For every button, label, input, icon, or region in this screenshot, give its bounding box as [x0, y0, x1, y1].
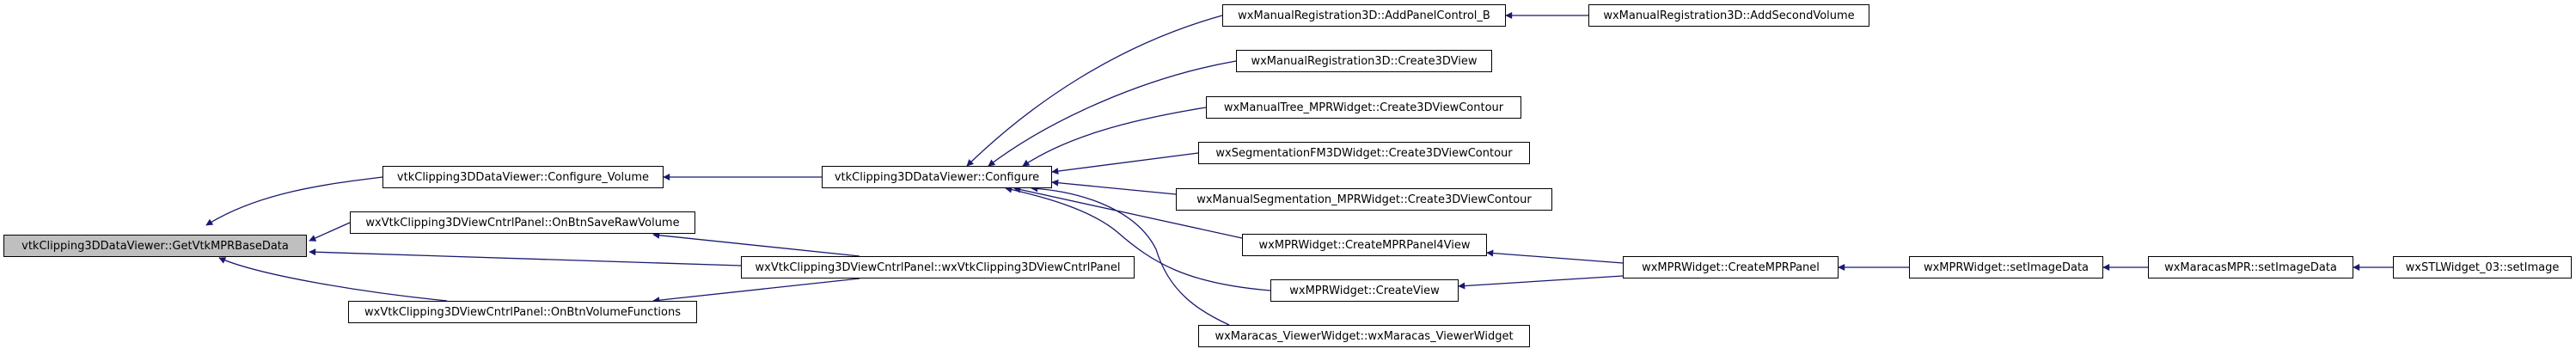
node-wxmprwidget-setimagedata[interactable]: wxMPRWidget::setImageData: [1909, 256, 2103, 278]
node-label: wxMPRWidget::setImageData: [1923, 260, 2090, 274]
node-label: vtkClipping3DDataViewer::GetVtkMPRBaseDa…: [21, 239, 289, 253]
node-wxmaracasmpr-setimagedata[interactable]: wxMaracasMPR::setImageData: [2148, 256, 2353, 278]
node-manualsegmentation-create3dviewcontour[interactable]: wxManualSegmentation_MPRWidget::Create3D…: [1176, 188, 1552, 211]
edge-onbtnsaveraw-to-root: [309, 222, 351, 242]
edge-addpanel-to-configure: [966, 15, 1223, 167]
node-createmprpanel[interactable]: wxMPRWidget::CreateMPRPanel: [1623, 256, 1839, 278]
node-label: wxVtkClipping3DViewCntrlPanel::wxVtkClip…: [755, 260, 1121, 274]
edge-tree-contour-to-configure: [1022, 107, 1207, 167]
node-label: vtkClipping3DDataViewer::Configure_Volum…: [396, 170, 650, 184]
node-label: wxSegmentationFM3DWidget::Create3DViewCo…: [1215, 146, 1513, 160]
edge-onbtnvolume-from-ctor: [652, 278, 860, 304]
node-manualtree-create3dviewcontour[interactable]: wxManualTree_MPRWidget::Create3DViewCont…: [1206, 96, 1521, 119]
edge-createview-to-configure: [1005, 186, 1271, 291]
edge-onbtnvolume-to-root: [218, 257, 448, 302]
node-label: wxMaracas_ViewerWidget::wxMaracas_Viewer…: [1215, 329, 1514, 343]
node-configure[interactable]: vtkClipping3DDataViewer::Configure: [822, 166, 1052, 188]
node-label: vtkClipping3DDataViewer::Configure: [834, 170, 1040, 184]
edge-panel4-to-configure: [1013, 186, 1243, 239]
node-label: wxManualTree_MPRWidget::Create3DViewCont…: [1223, 101, 1504, 114]
node-addsecondvolume[interactable]: wxManualRegistration3D::AddSecondVolume: [1588, 4, 1869, 27]
edge-segfm3d-to-configure: [1051, 152, 1199, 175]
edge-onbtnsaveraw-from-ctor: [652, 231, 860, 257]
node-wxvtkclipping3dviewcntrlpanel-ctor[interactable]: wxVtkClipping3DViewCntrlPanel::wxVtkClip…: [741, 256, 1135, 278]
node-label: wxVtkClipping3DViewCntrlPanel::OnBtnVolu…: [364, 305, 681, 319]
node-label: wxManualRegistration3D::Create3DView: [1251, 54, 1478, 68]
node-manualregistration-create3dview[interactable]: wxManualRegistration3D::Create3DView: [1236, 50, 1492, 72]
node-wxstlwidget03-setimage[interactable]: wxSTLWidget_03::setImage: [2393, 256, 2572, 278]
node-label: wxManualSegmentation_MPRWidget::Create3D…: [1196, 193, 1532, 206]
node-wxmaracas-viewerwidget-ctor[interactable]: wxMaracas_ViewerWidget::wxMaracas_Viewer…: [1198, 325, 1530, 347]
node-segmentationfm3d-create3dviewcontour[interactable]: wxSegmentationFM3DWidget::Create3DViewCo…: [1198, 142, 1530, 164]
edge-viewer-ctor-to-configure: [1031, 185, 1230, 326]
node-label: wxMaracasMPR::setImageData: [2164, 260, 2337, 274]
node-label: wxManualRegistration3D::AddSecondVolume: [1603, 9, 1855, 22]
node-label: wxMPRWidget::CreateMPRPanel4View: [1258, 238, 1471, 252]
edge-mr-create3d-to-configure: [988, 60, 1237, 167]
node-configure-volume[interactable]: vtkClipping3DDataViewer::Configure_Volum…: [382, 166, 664, 188]
node-label: wxVtkClipping3DViewCntrlPanel::OnBtnSave…: [365, 216, 680, 230]
node-createmprpanel4view[interactable]: wxMPRWidget::CreateMPRPanel4View: [1242, 234, 1487, 256]
node-label: wxManualRegistration3D::AddPanelControl_…: [1238, 9, 1490, 22]
node-onbtnvolumefunctions[interactable]: wxVtkClipping3DViewCntrlPanel::OnBtnVolu…: [348, 301, 697, 323]
node-label: wxSTLWidget_03::setImage: [2405, 260, 2560, 274]
node-label: wxMPRWidget::CreateMPRPanel: [1642, 260, 1820, 274]
edge-manseg-to-configure: [1051, 179, 1177, 195]
edge-createmprpanel-to-createview: [1458, 275, 1624, 290]
node-addpanelcontrol-b[interactable]: wxManualRegistration3D::AddPanelControl_…: [1222, 4, 1506, 27]
node-label: wxMPRWidget::CreateView: [1289, 284, 1440, 297]
node-createview[interactable]: wxMPRWidget::CreateView: [1270, 279, 1459, 302]
node-onbtnsaverawvolume[interactable]: wxVtkClipping3DViewCntrlPanel::OnBtnSave…: [350, 211, 695, 234]
edge-ctor-panel-to-root: [309, 248, 742, 266]
edge-createmprpanel-to-panel4: [1486, 249, 1624, 264]
node-getvtkmprbasedata[interactable]: vtkClipping3DDataViewer::GetVtkMPRBaseDa…: [3, 235, 307, 257]
edge-configure-volume-to-root: [205, 176, 383, 226]
